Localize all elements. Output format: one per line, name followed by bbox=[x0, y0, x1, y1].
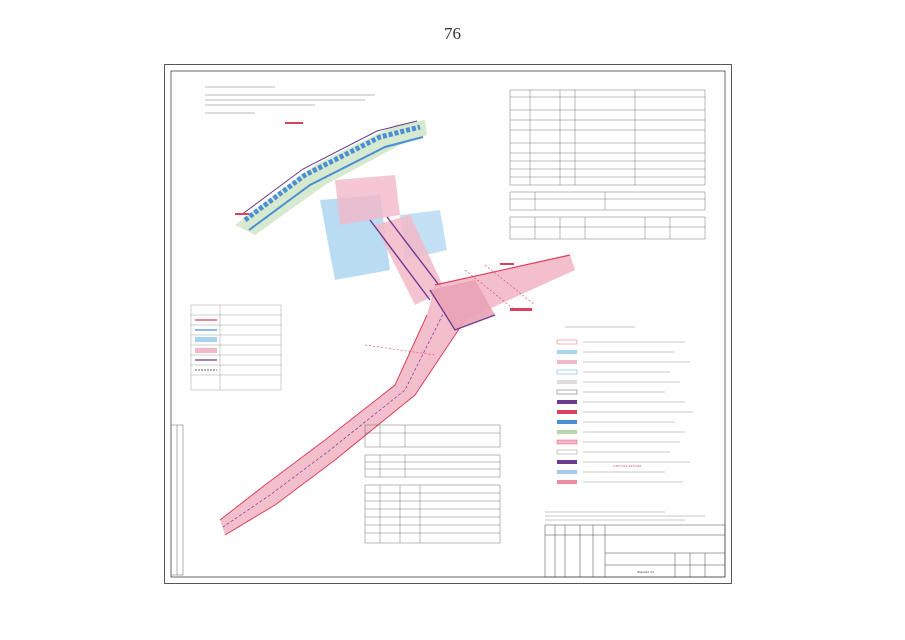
side-stamp bbox=[170, 424, 184, 576]
sheet-format: Формат А1 bbox=[637, 570, 655, 574]
drawing-sheet: 2-ПП-011-2017-ДУ Формат А1 bbox=[164, 64, 732, 584]
drawing-code: 2-ПП-011-2017-ДУ bbox=[613, 464, 642, 468]
main-pink-corridor bbox=[220, 255, 575, 535]
planning-drawing bbox=[170, 70, 726, 578]
route-upper-blue bbox=[243, 124, 421, 222]
legend-left bbox=[190, 304, 282, 391]
title-block bbox=[544, 524, 726, 578]
drawing-header-notes bbox=[205, 86, 375, 114]
corridor-edge-top bbox=[434, 254, 571, 286]
pink-zone-upper bbox=[335, 175, 400, 225]
tables-bottom-center bbox=[364, 424, 501, 544]
page-number: 76 bbox=[444, 24, 461, 43]
table-middle-right bbox=[509, 191, 706, 240]
terrain-band-upper bbox=[235, 120, 427, 235]
junction-zone bbox=[430, 280, 495, 330]
table-top-right bbox=[509, 89, 706, 186]
legend-right bbox=[556, 326, 693, 484]
